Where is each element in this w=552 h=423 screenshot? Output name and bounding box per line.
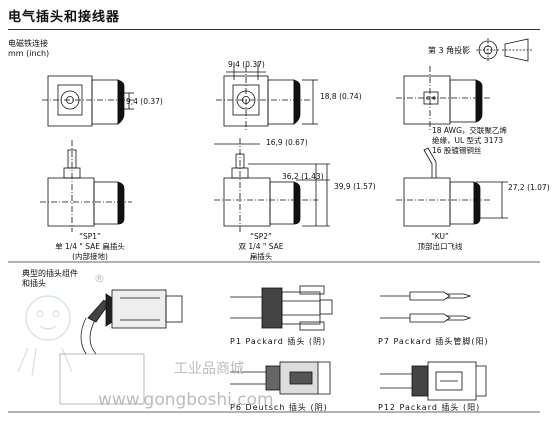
p1-label: P1 Packard 插头 (阴) xyxy=(230,337,327,346)
assembly-line-1: 典型的插头组件 xyxy=(22,269,78,278)
ku-code: “KU” xyxy=(431,232,449,241)
sp1-note: (内部接地) xyxy=(72,252,108,261)
dimension-label: 27,2 (1.07) xyxy=(508,183,550,192)
plug-assembly-drawing xyxy=(59,289,183,405)
dimension-label: 39,9 (1.57) xyxy=(334,182,376,191)
page-title: 电气插头和接线器 xyxy=(8,10,121,25)
projection-symbol-icon xyxy=(476,38,532,62)
p7-pin-drawing xyxy=(380,291,472,323)
wire-note-line-2: 绝缘，UL 型式 3173 xyxy=(432,136,504,145)
dimension-label: 16,9 (0.67) xyxy=(266,138,308,147)
wire-note-line-1: 18 AWG，交联聚乙烯 xyxy=(432,126,507,135)
p1-plug-drawing xyxy=(230,285,333,331)
dimension-label: 18,8 (0.74) xyxy=(320,92,362,101)
sp2-top-view xyxy=(216,62,318,132)
sp1-code: “SP1” xyxy=(79,232,101,241)
sp1-desc: 单 1/4 " SAE 扁插头 xyxy=(55,242,125,251)
watermark-url: www.gongboshi.com xyxy=(98,390,274,410)
title-divider xyxy=(8,29,540,30)
sp2-caption: “SP2” 双 1/4 " SAE 扁插头 xyxy=(226,232,296,262)
units-label: 电磁铁连接 mm (inch) xyxy=(8,39,49,59)
sp2-side-view xyxy=(214,138,330,232)
assembly-label: 典型的插头组件 和插头 xyxy=(22,269,78,289)
wire-note-line-3: 16 股镀锡铜丝 xyxy=(432,146,482,155)
ku-side-view xyxy=(396,147,508,227)
p12-label: P12 Packard 插头 (阳) xyxy=(378,403,481,412)
p6-label: P6 Deutsch 插头 (阴) xyxy=(230,403,328,412)
sp1-side-view xyxy=(40,140,132,232)
ku-desc: 顶部出口飞线 xyxy=(417,242,463,251)
sp2-desc: 双 1/4 " SAE xyxy=(238,242,284,251)
dimension-label: 9,4 (0.37) xyxy=(126,97,163,106)
watermark-sub: 工业品商城 xyxy=(174,361,244,377)
wire-note: 18 AWG，交联聚乙烯 绝缘，UL 型式 3173 16 股镀锡铜丝 xyxy=(432,126,507,156)
units-line-2: mm (inch) xyxy=(8,49,50,58)
sp1-caption: “SP1” 单 1/4 " SAE 扁插头 (内部接地) xyxy=(50,232,130,262)
dimension-label: 36,2 (1.43) xyxy=(282,172,324,181)
ku-top-view xyxy=(396,66,490,130)
sp1-top-view xyxy=(42,75,134,127)
dimension-label: 9,4 (0.37) xyxy=(228,60,265,69)
sp2-note: 扁插头 xyxy=(249,252,273,261)
projection-label: 第 3 角投影 xyxy=(428,46,471,55)
units-line-1: 电磁铁连接 xyxy=(8,39,48,48)
watermark-reg: ® xyxy=(94,272,105,285)
p7-label: P7 Packard 插头管脚(阳) xyxy=(378,337,489,346)
p6-plug-drawing xyxy=(230,361,331,395)
watermark-mascot xyxy=(17,295,73,377)
sp2-code: “SP2” xyxy=(250,232,272,241)
assembly-line-2: 和插头 xyxy=(22,279,46,288)
p12-plug-drawing xyxy=(380,361,487,401)
ku-caption: “KU” 顶部出口飞线 xyxy=(400,232,480,252)
